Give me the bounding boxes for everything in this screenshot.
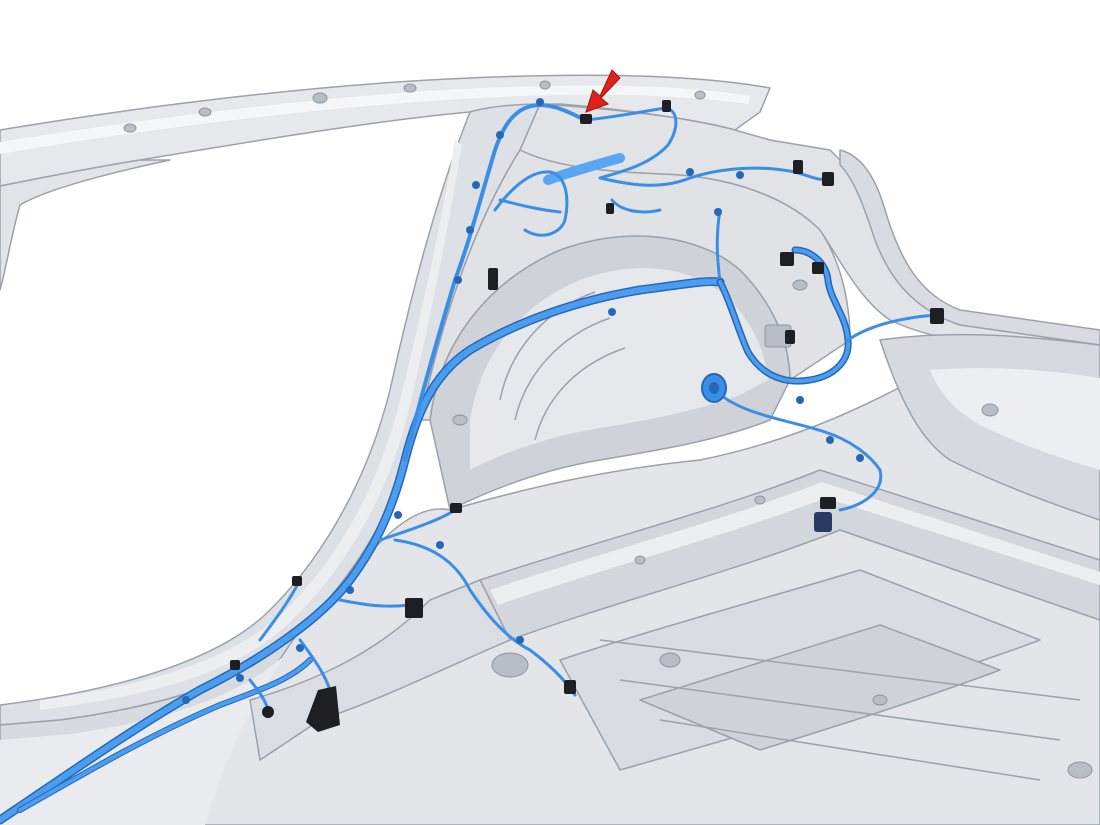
harness-lower-trunk-hl	[18, 658, 312, 812]
connector-icon	[564, 680, 576, 694]
connector-icon	[662, 100, 671, 112]
harness-taped-section	[543, 153, 625, 185]
connector-icon	[793, 160, 803, 174]
connector-icon	[820, 497, 836, 509]
harness-clips	[182, 98, 864, 704]
connector-icon	[306, 686, 340, 732]
connector-icon	[450, 503, 462, 513]
red-arrow-callout-icon	[585, 69, 621, 113]
harness-pillar-branch	[403, 103, 587, 462]
floor-beam-top	[490, 482, 1100, 605]
connector-icon	[606, 203, 614, 214]
roof-rail-highlight	[0, 85, 750, 154]
harness-right-branch	[598, 166, 830, 187]
harness-grommet-branch	[713, 388, 883, 512]
connector-icon	[780, 252, 794, 266]
door-opening-frame	[0, 159, 171, 291]
rear-bulkhead-right	[839, 149, 1100, 346]
connector-icon	[930, 308, 944, 324]
harness-upper-loop	[493, 170, 569, 237]
harness-lower-branch-3	[338, 598, 412, 608]
harness-small-drop	[610, 198, 662, 214]
harness-right-down	[715, 208, 722, 284]
vehicle-body-structure	[0, 74, 1100, 825]
harness-rear-heavy-hl	[718, 248, 851, 384]
floor-beam	[479, 469, 1100, 641]
connector-icon	[292, 576, 302, 586]
connector-icon	[814, 512, 832, 532]
grommet-icon	[701, 373, 727, 403]
wiring-harness	[0, 103, 937, 825]
harness-far-right	[846, 313, 937, 342]
connector-icon	[785, 330, 795, 344]
connector-icon	[262, 706, 274, 718]
connector-icon	[488, 268, 498, 290]
connector-icon	[405, 598, 423, 618]
connector-icon	[230, 660, 240, 670]
floor-pan-stamp-2	[639, 624, 1001, 751]
connector-icon	[812, 262, 824, 274]
connectors	[230, 100, 944, 732]
harness-main-trunk-hl	[0, 278, 723, 823]
harness-roof-branch	[583, 106, 678, 180]
harness-lower-branch-2	[393, 538, 577, 697]
rear-floor-corner-hl	[930, 367, 1100, 470]
floor-pan-rib	[599, 639, 1081, 781]
connector-icon	[580, 114, 592, 124]
connector-icon	[822, 172, 834, 186]
body-holes	[123, 80, 1093, 779]
harness-lower-branch-1	[378, 508, 457, 542]
